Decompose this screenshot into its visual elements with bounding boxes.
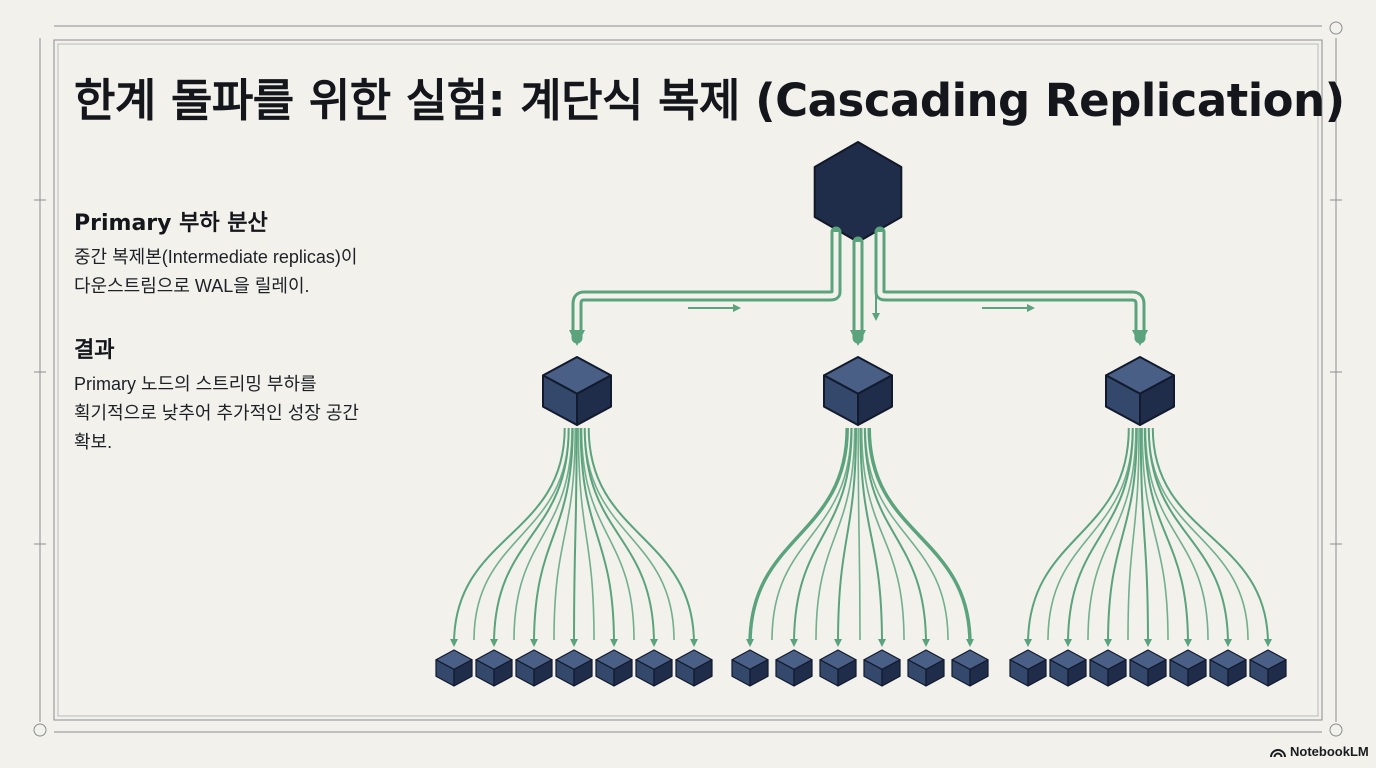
leaf-node [595, 649, 633, 687]
fan-arrow [1143, 427, 1192, 647]
relay-pipe-left [571, 226, 842, 344]
fan-arrow [587, 427, 698, 647]
primary-node [813, 141, 903, 243]
fan-line [577, 427, 595, 641]
fan-line [553, 427, 576, 641]
fan-arrow [579, 427, 618, 647]
leaf-node [475, 649, 513, 687]
leaf-node [1249, 649, 1287, 687]
fan-line [513, 427, 573, 641]
leaf-node [555, 649, 593, 687]
notebooklm-logo-icon [1270, 748, 1286, 757]
fan-line [815, 427, 856, 641]
fan-line [1141, 427, 1169, 641]
body-line: 중간 복제본(Intermediate replicas)이 [74, 247, 358, 267]
relay-pipe-left-head [569, 330, 585, 346]
leaf-node [731, 649, 769, 687]
fan-line [1127, 427, 1140, 641]
fan-line [771, 427, 852, 641]
fan-line [1087, 427, 1137, 641]
fan-arrow [1151, 427, 1272, 647]
section-result: 결과 Primary 노드의 스트리밍 부하를 획기적으로 낮추어 추가적인 성… [74, 336, 454, 457]
fan-arrow [834, 427, 857, 647]
leaf-node [1089, 649, 1127, 687]
fan-arrow [530, 427, 574, 647]
fan-arrow [1104, 427, 1138, 647]
fan-arrow [1064, 427, 1134, 647]
relay-node [823, 356, 893, 426]
fan-line [860, 427, 905, 641]
fan-line [583, 427, 675, 641]
leaf-node [675, 649, 713, 687]
leaf-node [435, 649, 473, 687]
leaf-node [907, 649, 945, 687]
fan-arrow [746, 427, 849, 647]
section-heading: Primary 부하 분산 [74, 211, 268, 236]
fan-line [1144, 427, 1209, 641]
fan-line [864, 427, 949, 641]
brand-label: NotebookLM [1290, 744, 1369, 759]
fan-line [580, 427, 635, 641]
fan-arrow [570, 427, 579, 647]
leaf-node [1209, 649, 1247, 687]
relay-node [542, 356, 612, 426]
leaf-node [775, 649, 813, 687]
body-line: Primary 노드의 스트리밍 부하를 [74, 374, 317, 394]
leaf-node [635, 649, 673, 687]
fan-line [1147, 427, 1249, 641]
fan-arrow [863, 427, 930, 647]
section-body: 중간 복제본(Intermediate replicas)이 다운스트림으로 W… [74, 243, 454, 301]
brand-watermark: NotebookLM [1270, 744, 1369, 759]
fan-arrow [1147, 427, 1232, 647]
fan-arrow [859, 427, 886, 647]
fan-arrow [583, 427, 658, 647]
relay-pipe-right-head [1132, 330, 1148, 346]
fan-line [1047, 427, 1134, 641]
page-title: 한계 돌파를 위한 실험: 계단식 복제 (Cascading Replicat… [74, 74, 1345, 127]
relay-node [1105, 356, 1175, 426]
fan-arrow [790, 427, 853, 647]
section-load-balancing: Primary 부하 분산 중간 복제본(Intermediate replic… [74, 209, 454, 301]
fan-arrow [450, 427, 566, 647]
section-heading: 결과 [74, 338, 115, 363]
body-line: 확보. [74, 432, 113, 452]
leaf-node [819, 649, 857, 687]
fan-arrow [1139, 427, 1152, 647]
leaf-node [1009, 649, 1047, 687]
leaf-node [863, 649, 901, 687]
fan-arrow [1024, 427, 1130, 647]
fan-line [857, 427, 861, 641]
leaf-node [951, 649, 989, 687]
relay-pipe-right-core [877, 232, 1143, 338]
body-line: 다운스트림으로 WAL을 릴레이. [74, 276, 310, 296]
leaf-node [1129, 649, 1167, 687]
section-body: Primary 노드의 스트리밍 부하를 획기적으로 낮추어 추가적인 성장 공… [74, 370, 454, 457]
fan-arrow [867, 427, 974, 647]
relay-pipe-left-core [574, 232, 839, 338]
leaf-node [1049, 649, 1087, 687]
fan-arrow [490, 427, 570, 647]
leaf-node [515, 649, 553, 687]
body-line: 획기적으로 낮추어 추가적인 성장 공간 [74, 403, 359, 423]
relay-pipe-right [874, 226, 1146, 344]
leaf-node [1169, 649, 1207, 687]
